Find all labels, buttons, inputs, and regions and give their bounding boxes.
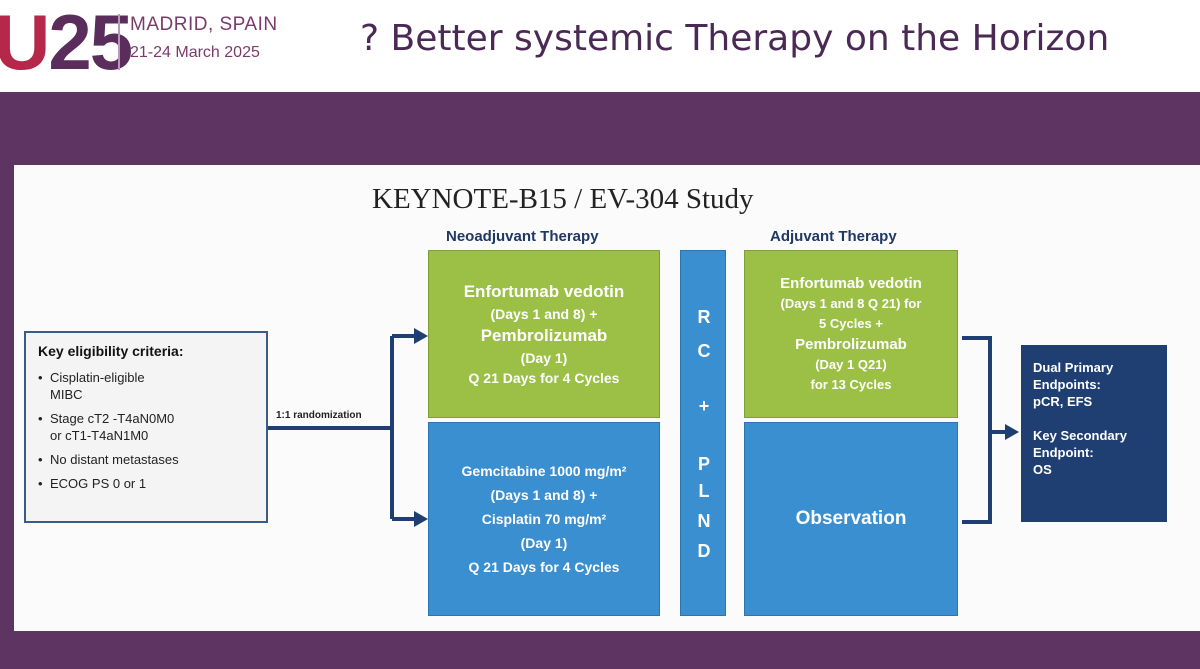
surgery-letter: R xyxy=(697,307,711,327)
neoadjuvant-ev-pembro-box: Enfortumab vedotin (Days 1 and 8) + Pemb… xyxy=(428,250,660,418)
criteria-item: ECOG PS 0 or 1 xyxy=(38,475,254,492)
secondary-endpoint-value: OS xyxy=(1033,462,1052,477)
criteria-heading: Key eligibility criteria: xyxy=(38,343,184,359)
surgery-letter: N xyxy=(697,511,711,531)
arrowhead-top xyxy=(414,328,428,344)
endpoints-box: Dual Primary Endpoints: pCR, EFS Key Sec… xyxy=(1021,345,1167,522)
congress-location: MADRID, SPAIN xyxy=(130,14,278,35)
slide-title: ? Better systemic Therapy on the Horizon xyxy=(360,18,1110,59)
surgery-letter: L xyxy=(698,481,710,501)
arrowhead-endpoints xyxy=(1005,424,1019,440)
criteria-item: No distant metastases xyxy=(38,451,254,468)
logo-divider xyxy=(118,14,120,70)
adjuvant-heading: Adjuvant Therapy xyxy=(770,228,897,245)
neoadjuvant-heading: Neoadjuvant Therapy xyxy=(446,228,599,245)
surgery-letter: P xyxy=(697,454,710,474)
adjuvant-observation-box: Observation xyxy=(744,422,958,616)
eligibility-criteria-box: Key eligibility criteria: Cisplatin-elig… xyxy=(24,331,268,523)
surgery-rc-plnd-column: R C + P L N D xyxy=(680,250,726,616)
secondary-endpoint-label: Key Secondary xyxy=(1033,428,1127,443)
primary-endpoints-value: pCR, EFS xyxy=(1033,394,1093,409)
randomization-label: 1:1 randomization xyxy=(276,410,362,421)
surgery-letter: C xyxy=(697,341,711,361)
adjuvant-ev-pembro-box: Enfortumab vedotin (Days 1 and 8 Q 21) f… xyxy=(744,250,958,418)
arrowhead-bottom xyxy=(414,511,428,527)
primary-endpoints-label: Dual Primary xyxy=(1033,360,1114,375)
surgery-letter: D xyxy=(697,541,711,561)
surgery-letter: + xyxy=(698,396,710,416)
neoadjuvant-gem-cis-box: Gemcitabine 1000 mg/m² (Days 1 and 8) + … xyxy=(428,422,660,616)
congress-dates: 21-24 March 2025 xyxy=(130,44,260,61)
slide-header: U25 MADRID, SPAIN 21-24 March 2025 ? Bet… xyxy=(0,0,1200,92)
study-title: KEYNOTE-B15 / EV-304 Study xyxy=(372,183,754,215)
